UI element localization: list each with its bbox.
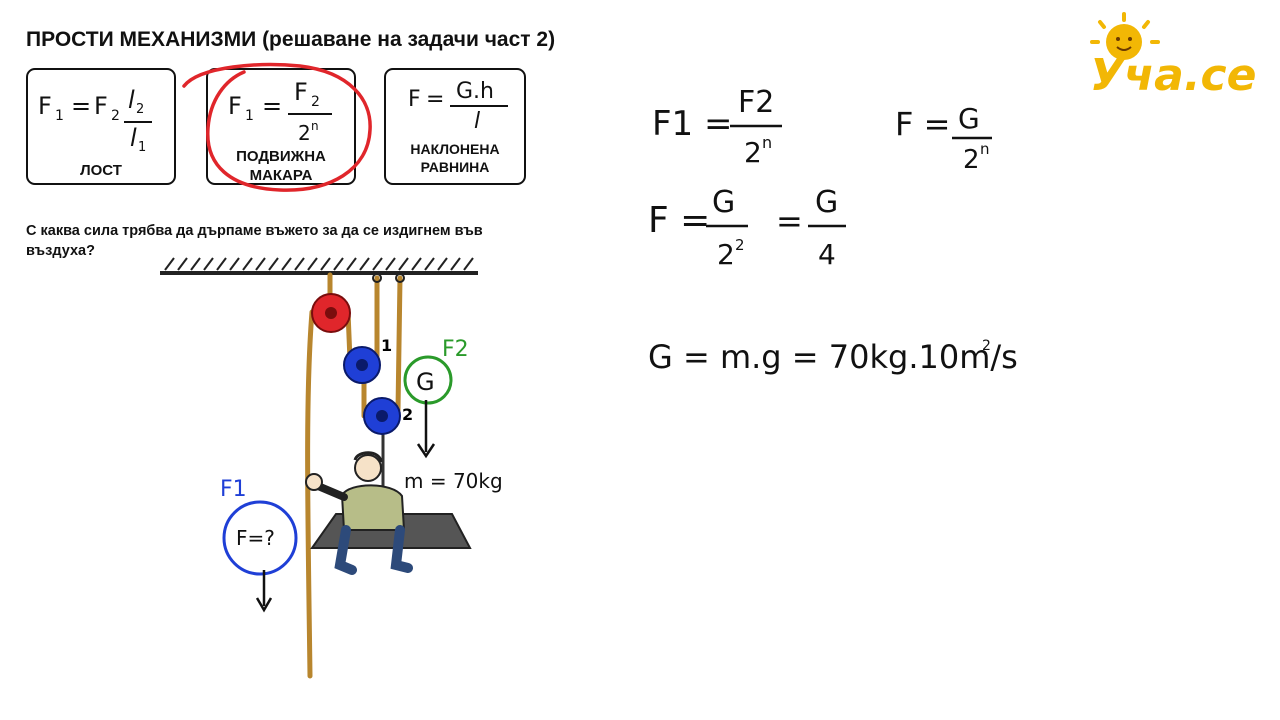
page-title: ПРОСТИ МЕХАНИЗМИ (решаване на задачи час…	[26, 28, 556, 51]
inclined-plane-formula: F= G.h l	[408, 79, 508, 134]
svg-text:=: =	[71, 92, 91, 120]
person	[305, 451, 413, 575]
problem-question: С каква сила трябва да дърпаме въжето за…	[26, 223, 483, 259]
svg-text:1: 1	[138, 140, 146, 155]
eq3-numerator: G	[712, 185, 735, 220]
fixed-pulley	[311, 293, 351, 333]
eq3-denominator: 2	[717, 238, 735, 271]
f2-label: F2	[442, 337, 469, 362]
svg-text:2: 2	[111, 108, 120, 124]
eq1-exponent: n	[762, 133, 772, 152]
svg-text:F: F	[38, 92, 52, 120]
card-incline-label-line2: РАВНИНА	[420, 159, 490, 175]
card-lever-label: ЛОСТ	[80, 162, 122, 179]
svg-text:G.h: G.h	[456, 79, 494, 104]
svg-text:F: F	[94, 92, 108, 120]
svg-text:1: 1	[55, 108, 64, 124]
card-inclined-plane: F= G.h l НАКЛОНЕНА РАВНИНА	[384, 68, 526, 185]
f-unknown-circle	[222, 500, 298, 576]
pulley-label-1: 1	[381, 336, 392, 355]
ceiling	[160, 257, 478, 275]
eq2-exponent: n	[980, 140, 990, 158]
eq2-lhs: F =	[895, 105, 950, 143]
f1-label: F1	[220, 477, 247, 502]
mass-label: m = 70kg	[404, 469, 503, 493]
movable-pulley-2	[363, 397, 401, 435]
eq3-numerator-2: G	[815, 185, 838, 220]
svg-text:l: l	[474, 109, 480, 134]
svg-text:l: l	[130, 124, 137, 152]
f-unknown-label: F=?	[236, 526, 275, 550]
eq1-lhs: F1 =	[652, 104, 732, 144]
eq4: G = m.g = 70kg.10m/s	[648, 338, 1018, 376]
eq3-denominator-2: 4	[818, 238, 836, 271]
eq4-exponent: 2	[982, 338, 991, 354]
eq3-equals: =	[776, 202, 803, 240]
eq2-denominator: 2	[963, 145, 980, 175]
logo: Уча.се	[1090, 12, 1256, 101]
logo-text: Уча.се	[1090, 50, 1256, 101]
eq3-lhs: F =	[648, 200, 710, 241]
svg-text:l: l	[128, 86, 135, 114]
eq1-numerator: F2	[738, 85, 774, 120]
g-circle	[403, 355, 453, 405]
movable-pulley-1	[343, 346, 381, 384]
card-incline-label-line1: НАКЛОНЕНА	[410, 141, 500, 157]
sun-icon	[1090, 12, 1160, 60]
eq1-denominator: 2	[744, 136, 762, 169]
g-label: G	[416, 368, 435, 396]
eq2-numerator: G	[958, 102, 980, 135]
svg-text:=: =	[426, 87, 444, 112]
eq3-exponent: 2	[735, 236, 745, 254]
svg-text:2: 2	[136, 102, 144, 117]
pulley-label-2: 2	[402, 405, 413, 424]
svg-text:F: F	[408, 87, 421, 112]
